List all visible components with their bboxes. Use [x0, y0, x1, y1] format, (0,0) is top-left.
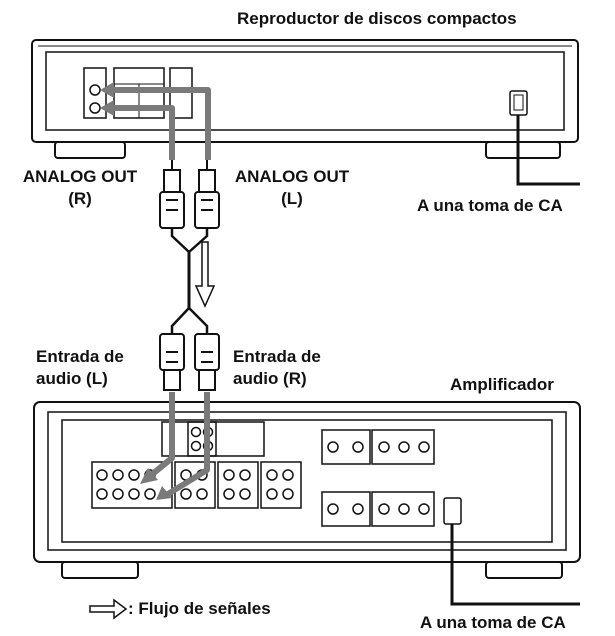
jack	[418, 503, 430, 515]
audio-in-r-line1: Entrada de	[233, 347, 321, 366]
audio-in-r-label: Entrada de audio (R)	[233, 346, 321, 390]
jack	[266, 488, 278, 500]
audio-in-l-line2: audio (L)	[36, 369, 108, 388]
signal-arrows-cd	[110, 87, 211, 160]
jack	[180, 488, 192, 500]
audio-in-l-line1: Entrada de	[36, 347, 124, 366]
jack	[378, 503, 390, 515]
jack	[96, 469, 108, 481]
jack	[223, 469, 235, 481]
ac-cord-bottom	[450, 524, 580, 606]
jack	[327, 441, 339, 453]
jack	[112, 469, 124, 481]
signal-arrow-heads-amp	[140, 468, 172, 500]
jack	[282, 488, 294, 500]
analog-out-l-line2: (L)	[281, 189, 303, 208]
jack	[398, 503, 410, 515]
amplifier-label: Amplificador	[450, 375, 554, 394]
cd-player-label: Reproductor de discos compactos	[237, 9, 517, 28]
jack	[96, 488, 108, 500]
jack	[266, 469, 278, 481]
jack	[327, 503, 339, 515]
analog-out-r-line2: (R)	[68, 189, 92, 208]
analog-out-l-line1: ANALOG OUT	[234, 167, 350, 186]
legend-flow-arrow-icon	[89, 598, 128, 620]
audio-in-r-line2: audio (R)	[233, 369, 307, 388]
analog-out-l-label: ANALOG OUT (L)	[222, 166, 362, 210]
jack	[352, 441, 364, 453]
analog-out-r-label: ANALOG OUT (R)	[10, 166, 150, 210]
jack	[196, 488, 208, 500]
jack	[352, 503, 364, 515]
jack	[398, 441, 410, 453]
jack	[112, 488, 124, 500]
jack	[239, 469, 251, 481]
audio-cable	[159, 160, 220, 391]
signal-arrows-amp	[148, 392, 210, 497]
ac-outlet-bottom-label: A una toma de CA	[420, 613, 566, 632]
legend-signal-flow-label: : Flujo de señales	[128, 599, 271, 618]
jack	[418, 441, 430, 453]
signal-flow-arrow	[194, 241, 216, 308]
jack	[282, 469, 294, 481]
ac-cord-top	[516, 115, 580, 186]
cd-player	[31, 39, 579, 159]
jack	[378, 441, 390, 453]
signal-arrow-heads-cd	[100, 82, 114, 116]
jack	[128, 488, 140, 500]
jack	[223, 488, 235, 500]
audio-in-l-label: Entrada de audio (L)	[36, 346, 124, 390]
jack	[128, 469, 140, 481]
amplifier-jacks	[96, 441, 430, 515]
ac-outlet-top-label: A una toma de CA	[417, 196, 563, 215]
jack	[239, 488, 251, 500]
jack	[144, 488, 156, 500]
analog-out-r-line1: ANALOG OUT	[22, 167, 138, 186]
